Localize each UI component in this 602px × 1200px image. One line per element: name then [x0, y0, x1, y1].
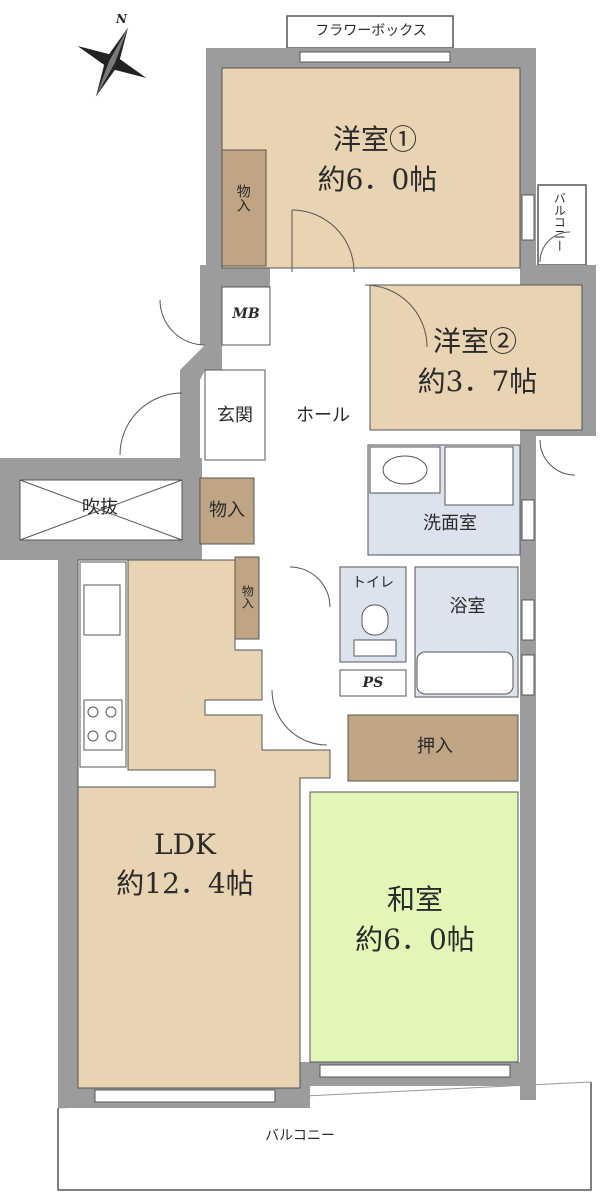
ldk-name: LDK	[154, 828, 216, 861]
washroom-label: 洗面室	[423, 513, 477, 534]
entrance-label: 玄関	[217, 405, 253, 426]
closet-1-label: 物入	[234, 184, 251, 212]
closet-3-floor	[234, 556, 260, 640]
flower-box-label: フラワーボックス	[315, 23, 427, 39]
fukinuke-label: 吹抜	[82, 497, 118, 518]
ldk-size: 約12．4帖	[116, 867, 254, 900]
north-arrow-icon	[77, 27, 147, 97]
oshiire-label: 押入	[417, 736, 453, 757]
closet-3-label: 物入	[240, 585, 255, 609]
bathroom-label: 浴室	[449, 596, 486, 617]
hall-label: ホール	[296, 405, 350, 426]
japanese-room-size: 約6．0帖	[355, 923, 475, 956]
western-room-1-name: 洋室①	[332, 123, 417, 156]
western-room-2-floor	[369, 284, 583, 431]
closet-1-floor	[221, 149, 267, 267]
main-balcony	[57, 1082, 592, 1191]
windows	[94, 51, 535, 1103]
entrance-floor	[204, 369, 266, 461]
bathtub	[416, 651, 514, 695]
closet-2-floor	[199, 477, 255, 545]
mb-label: MB	[232, 306, 260, 322]
flower-box	[286, 15, 454, 49]
western-room-1-size: 約6．0帖	[317, 163, 438, 196]
small-balcony-label: バルコニー	[552, 192, 567, 252]
north-label: N	[116, 12, 127, 26]
small-balcony	[537, 184, 587, 266]
main-balcony-label: バルコニー	[265, 1128, 335, 1144]
closet-2-label: 物入	[209, 500, 245, 521]
toilet-label: トイレ	[352, 575, 394, 591]
mb-box	[221, 286, 271, 346]
japanese-room-name: 和室	[386, 883, 443, 916]
western-room-2-size: 約3．7帖	[417, 365, 538, 398]
doors	[119, 209, 576, 746]
ldk-main-floor	[77, 559, 331, 1089]
ps-box	[339, 669, 407, 697]
japanese-room-floor	[309, 791, 519, 1063]
oshiire-floor	[347, 714, 519, 782]
western-room-1-floor	[221, 67, 521, 269]
washer-pan	[444, 446, 514, 506]
western-room-2-name: 洋室②	[432, 325, 517, 358]
ps-label: PS	[362, 675, 384, 691]
